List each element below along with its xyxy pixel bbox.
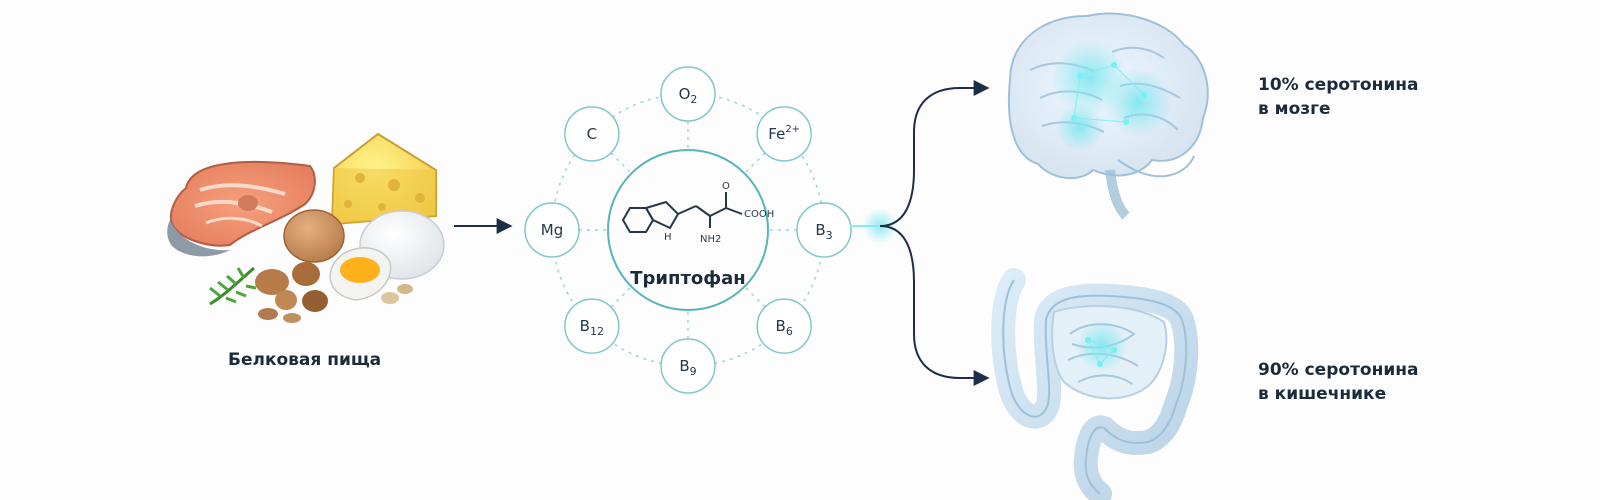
cofactor-main-mg: Mg — [541, 221, 563, 239]
cofactor-main-fe: Fe — [768, 125, 785, 143]
gut-outcome-line1: 90% серотонина — [1258, 360, 1419, 380]
intestine-arrow — [879, 225, 990, 386]
cofactor-node-b6: B6 — [756, 298, 812, 354]
cofactor-label-b12: B12 — [580, 317, 604, 338]
food-label: Белковая пища — [228, 350, 382, 370]
cofactor-main-b12: B — [580, 317, 590, 335]
cofactor-circle-c — [564, 106, 620, 162]
connector-b12 — [610, 287, 631, 308]
cofactor-label-fe: Fe2+ — [768, 124, 800, 143]
cofactor-main-o2: O — [679, 85, 691, 103]
cofactor-node-b3: B3 — [796, 202, 852, 258]
cofactor-node-o2: O2 — [660, 66, 716, 122]
protein-food-image — [167, 132, 445, 323]
brain-outcome-text: 10% серотонина в мозге — [1258, 73, 1418, 121]
acid-group-label: COOH — [744, 209, 774, 220]
amine-label: NH2 — [700, 234, 721, 245]
tryptophan-formula: O COOH NH2 H — [621, 181, 774, 245]
cofactor-circle-o2 — [660, 66, 716, 122]
cofactor-main-c: C — [587, 125, 597, 143]
brain-icon — [1007, 12, 1209, 220]
connector-fe — [745, 152, 766, 173]
cofactor-sup-fe: 2+ — [785, 124, 800, 135]
cofactor-label-b3: B3 — [815, 221, 832, 242]
cofactor-node-c: C — [564, 106, 620, 162]
ring-nh-label: H — [664, 232, 672, 243]
cofactor-sub-b9: 9 — [690, 365, 697, 378]
cofactor-sub-b6: 6 — [786, 325, 793, 338]
tryptophan-label: Триптофан — [630, 268, 745, 289]
cofactor-node-mg: Mg — [524, 202, 580, 258]
intestine-icon — [991, 268, 1199, 500]
gut-outcome-line2: в кишечнике — [1258, 384, 1387, 404]
cofactor-sub-b3: 3 — [826, 229, 833, 242]
cofactor-label-b9: B9 — [679, 357, 696, 378]
cofactor-main-b9: B — [679, 357, 689, 375]
cofactor-circle-b3 — [796, 202, 852, 258]
brain-outcome-line2: в мозге — [1258, 99, 1331, 119]
brain-arrow — [879, 80, 990, 227]
connector-b6 — [745, 287, 766, 308]
cofactor-circle-b9 — [660, 338, 716, 394]
cofactor-circle-mg — [524, 202, 580, 258]
cofactor-label-c: C — [587, 125, 597, 143]
cofactor-circle-b6 — [756, 298, 812, 354]
cofactor-label-o2: O2 — [679, 85, 698, 106]
cofactor-node-b12: B12 — [564, 298, 620, 354]
cofactor-sub-o2: 2 — [690, 93, 697, 106]
cofactor-main-b6: B — [776, 317, 786, 335]
cofactor-label-mg: Mg — [541, 221, 563, 239]
cofactor-circle-fe — [756, 106, 812, 162]
carbonyl-o-label: O — [722, 181, 730, 192]
cofactor-label-b6: B6 — [776, 317, 793, 338]
tryptophan-circle — [607, 149, 769, 311]
cofactor-node-b9: B9 — [660, 338, 716, 394]
brain-outcome-line1: 10% серотонина — [1258, 75, 1419, 95]
connector-c — [610, 152, 631, 173]
gut-outcome-text: 90% серотонина в кишечнике — [1258, 358, 1418, 406]
cofactor-node-fe: Fe2+ — [756, 106, 812, 162]
cofactor-main-b3: B — [815, 221, 825, 239]
cofactor-circle-b12 — [564, 298, 620, 354]
cofactor-sub-b12: 12 — [590, 325, 604, 338]
